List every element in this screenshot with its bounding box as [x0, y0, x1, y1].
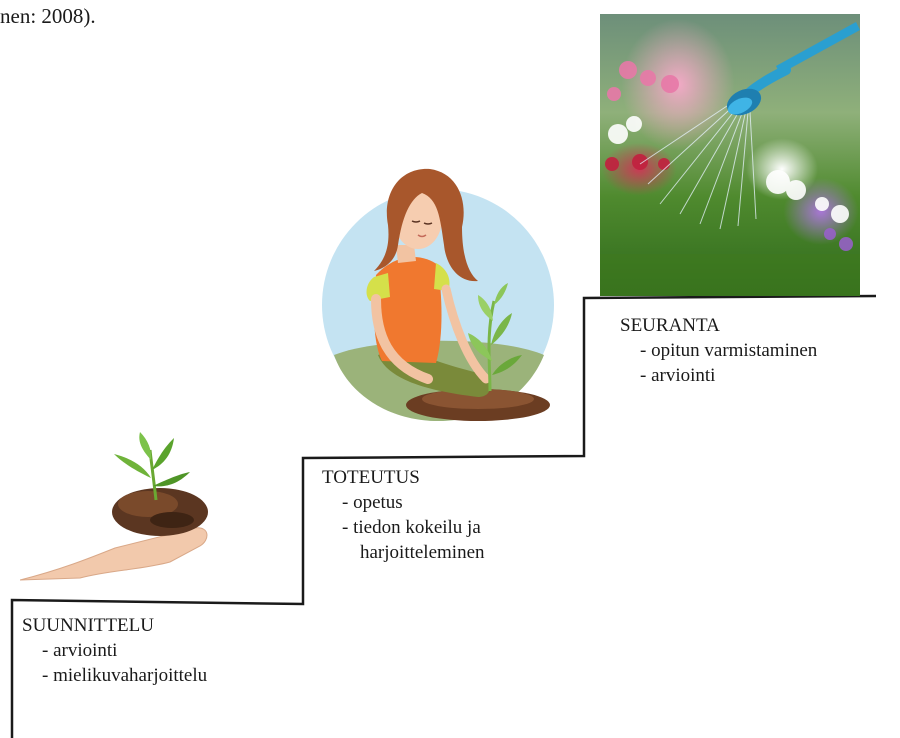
- watering-flowers-photo: [600, 14, 860, 296]
- stage-item: - arviointi: [22, 638, 207, 663]
- stage-item: - arviointi: [620, 363, 817, 388]
- stage-item: - mielikuvaharjoittelu: [22, 663, 207, 688]
- stage-title-suunnittelu: SUUNNITTELU: [22, 613, 207, 638]
- stage-toteutus: TOTEUTUS - opetus - tiedon kokeilu ja ha…: [322, 465, 485, 565]
- stage-title-toteutus: TOTEUTUS: [322, 465, 485, 490]
- woman-planting-illustration: [318, 165, 558, 425]
- stage-item: harjoitteleminen: [322, 540, 485, 565]
- stage-seuranta: SEURANTA - opitun varmistaminen - arvioi…: [620, 313, 817, 388]
- stage-item: - opetus: [322, 490, 485, 515]
- stage-title-seuranta: SEURANTA: [620, 313, 817, 338]
- hand-seedling-picture: [20, 430, 210, 590]
- watering-can-icon: [600, 14, 860, 296]
- stage-item: - opitun varmistaminen: [620, 338, 817, 363]
- stage-item: - tiedon kokeilu ja: [322, 515, 485, 540]
- stage-suunnittelu: SUUNNITTELU - arviointi - mielikuvaharjo…: [22, 613, 207, 688]
